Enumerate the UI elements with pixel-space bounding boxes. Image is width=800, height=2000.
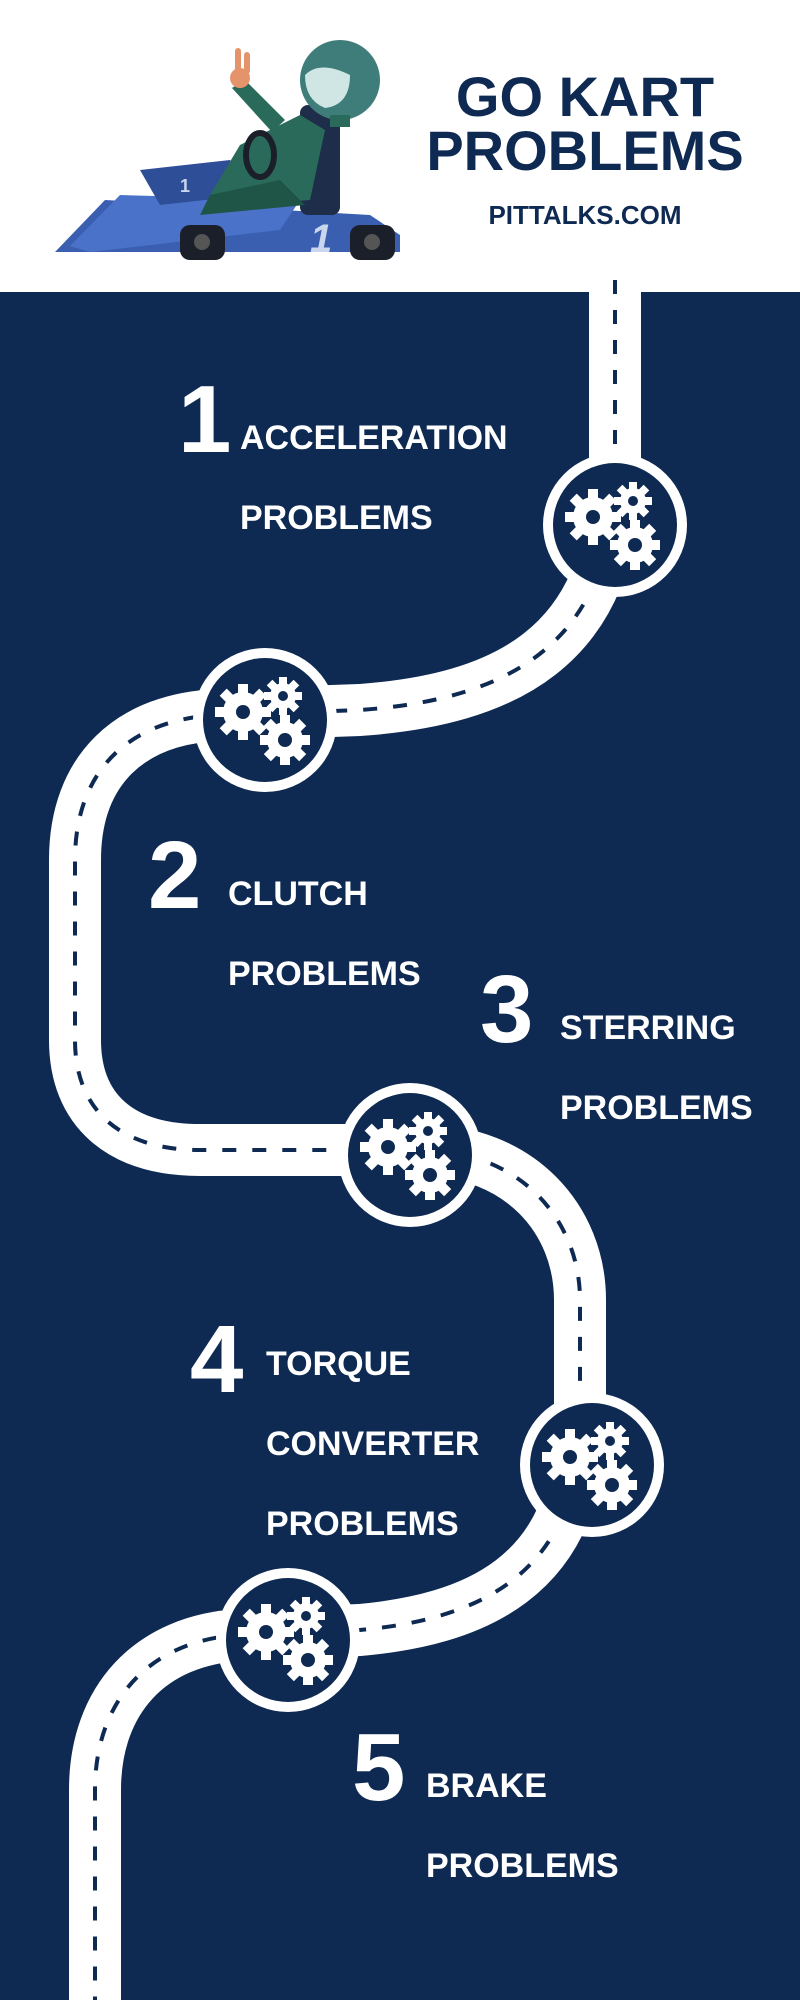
header: 1 1 GO KART PROBLEMS (0, 0, 800, 292)
site-name: PITTALKS.COM (488, 200, 682, 230)
gear-node-4 (520, 1393, 664, 1537)
svg-text:1: 1 (310, 217, 332, 260)
svg-text:1: 1 (180, 176, 190, 196)
gear-node-3 (338, 1083, 482, 1227)
step-3: 3 STERRING PROBLEMS (480, 956, 790, 1128)
step-number: 1 (178, 366, 232, 473)
page-title: GO KART PROBLEMS (420, 65, 750, 182)
gear-node-1 (543, 453, 687, 597)
step-number: 4 (190, 1306, 244, 1413)
title-line-1: GO KART (455, 65, 715, 128)
kart-illustration-icon: 1 1 (55, 40, 400, 260)
step-2: 2 CLUTCH PROBLEMS (148, 822, 468, 994)
step-label: BRAKE PROBLEMS (426, 1767, 619, 1885)
title-line-2: PROBLEMS (426, 119, 744, 182)
step-number: 3 (480, 956, 534, 1063)
step-label: ACCELERATION PROBLEMS (240, 419, 508, 537)
step-label: TORQUE CONVERTER PROBLEMS (266, 1345, 480, 1543)
step-1: 1 ACCELERATION PROBLEMS (178, 366, 538, 538)
step-number: 5 (352, 1714, 406, 1821)
gear-node-5 (216, 1568, 360, 1712)
step-5: 5 BRAKE PROBLEMS (352, 1714, 652, 1886)
step-4: 4 TORQUE CONVERTER PROBLEMS (190, 1298, 510, 1544)
step-label: CLUTCH PROBLEMS (228, 875, 421, 993)
gear-node-2 (193, 648, 337, 792)
step-label: STERRING PROBLEMS (560, 1009, 753, 1127)
step-number: 2 (148, 822, 202, 929)
